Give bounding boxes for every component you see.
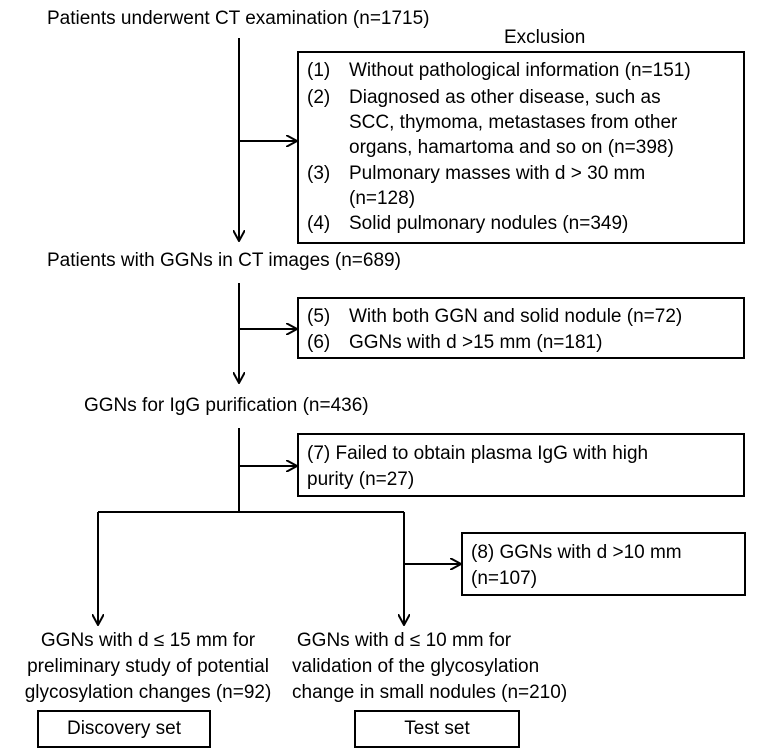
exclusion-box-3: (7) Failed to obtain plasma IgG with hig… xyxy=(297,433,745,497)
stage-title-top: Patients underwent CT examination (n=171… xyxy=(47,8,430,29)
left-branch-line: glycosylation changes (n=92) xyxy=(24,682,272,703)
exclusion-box-1: (1) Without pathological information (n=… xyxy=(297,51,745,244)
exclusion-number: (1) xyxy=(307,60,331,81)
exclusion-number: (3) xyxy=(307,163,331,184)
discovery-set-box: Discovery set xyxy=(37,710,211,748)
exclusion-number: (2) xyxy=(307,87,331,108)
left-branch-line: preliminary study of potential xyxy=(27,656,269,677)
right-branch-line: GGNs with d ≤ 10 mm for xyxy=(296,630,512,651)
exclusion-text: organs, hamartoma and so on (n=398) xyxy=(349,137,674,158)
exclusion-number: (4) xyxy=(307,213,331,234)
exclusion-text: (7) Failed to obtain plasma IgG with hig… xyxy=(307,443,649,464)
exclusion-box-4: (8) GGNs with d >10 mm (n=107) xyxy=(461,532,746,596)
exclusion-label: Exclusion xyxy=(504,27,586,48)
left-branch-description: GGNs with d ≤ 15 mm for preliminary stud… xyxy=(0,628,296,706)
exclusion-text: purity (n=27) xyxy=(307,469,415,490)
discovery-set-label: Discovery set xyxy=(66,718,182,739)
exclusion-text: (n=107) xyxy=(471,568,538,589)
exclusion-box-2: (5) With both GGN and solid nodule (n=72… xyxy=(297,297,745,359)
exclusion-text: With both GGN and solid nodule (n=72) xyxy=(349,306,683,327)
exclusion-text: GGNs with d >15 mm (n=181) xyxy=(349,332,603,353)
exclusion-text: Without pathological information (n=151) xyxy=(349,60,691,81)
stage-title-3: GGNs for IgG purification (n=436) xyxy=(84,395,369,416)
right-branch-description: GGNs with d ≤ 10 mm for validation of th… xyxy=(292,628,568,706)
exclusion-number: (5) xyxy=(307,306,331,327)
exclusion-text: (8) GGNs with d >10 mm xyxy=(471,542,682,563)
right-branch-line: change in small nodules (n=210) xyxy=(292,682,568,703)
left-branch-line: GGNs with d ≤ 15 mm for xyxy=(40,630,256,651)
stage-title-2: Patients with GGNs in CT images (n=689) xyxy=(47,250,401,271)
exclusion-number: (6) xyxy=(307,332,331,353)
exclusion-text: (n=128) xyxy=(349,188,416,209)
exclusion-text: Solid pulmonary nodules (n=349) xyxy=(349,213,629,234)
test-set-box: Test set xyxy=(354,710,520,748)
exclusion-text: Pulmonary masses with d > 30 mm xyxy=(349,163,646,184)
right-branch-line: validation of the glycosylation xyxy=(292,656,540,677)
exclusion-text: Diagnosed as other disease, such as xyxy=(349,87,661,108)
test-set-label: Test set xyxy=(404,718,470,739)
exclusion-text: SCC, thymoma, metastases from other xyxy=(349,112,678,133)
